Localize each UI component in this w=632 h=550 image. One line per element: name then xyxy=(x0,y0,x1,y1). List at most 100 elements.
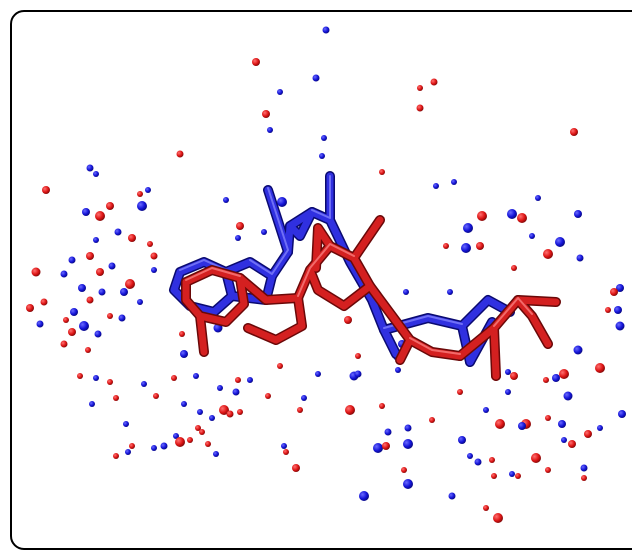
red-water-dot xyxy=(265,393,271,399)
blue-water-dot xyxy=(193,373,199,379)
blue-water-dot xyxy=(137,299,143,305)
blue-water-dot xyxy=(373,443,383,453)
water-molecules xyxy=(26,26,626,523)
blue-water-dot xyxy=(312,74,320,82)
red-water-dot xyxy=(219,405,229,415)
red-water-dot xyxy=(235,377,241,383)
red-water-dot xyxy=(107,313,113,319)
red-water-dot xyxy=(545,415,551,421)
blue-water-dot xyxy=(89,401,95,407)
red-water-dot xyxy=(63,317,69,323)
blue-water-dot xyxy=(213,451,219,457)
blue-water-dot xyxy=(505,389,511,395)
blue-water-dot xyxy=(36,320,44,328)
blue-water-dot xyxy=(114,228,122,236)
blue-water-dot xyxy=(618,410,626,418)
blue-water-dot xyxy=(70,308,78,316)
red-water-dot xyxy=(128,234,136,242)
blue-water-dot xyxy=(573,345,583,355)
red-water-dot xyxy=(199,429,205,435)
red-water-dot xyxy=(153,393,159,399)
blue-water-dot xyxy=(558,420,566,428)
blue-water-dot xyxy=(173,433,179,439)
red-water-dot xyxy=(107,379,113,385)
red-water-dot xyxy=(568,440,576,448)
red-water-dot xyxy=(511,265,517,271)
red-water-dot xyxy=(179,331,185,337)
blue-water-dot xyxy=(160,442,168,450)
red-water-dot xyxy=(489,457,495,463)
molecular-scene xyxy=(26,26,626,523)
red-water-dot xyxy=(96,268,104,276)
blue-water-dot xyxy=(403,479,413,489)
red-water-dot xyxy=(584,430,592,438)
red-water-dot xyxy=(226,410,234,418)
blue-water-dot xyxy=(141,381,147,387)
blue-water-dot xyxy=(467,453,473,459)
blue-water-dot xyxy=(235,235,241,241)
blue-water-dot xyxy=(151,267,157,273)
blue-water-dot xyxy=(315,371,321,377)
red-water-dot xyxy=(297,407,303,413)
blue-water-dot xyxy=(94,330,102,338)
blue-water-dot xyxy=(125,449,131,455)
red-water-dot xyxy=(543,249,553,259)
red-water-dot xyxy=(417,85,423,91)
red-water-dot xyxy=(129,443,135,449)
blue-water-dot xyxy=(118,314,126,322)
red-water-dot xyxy=(510,372,518,380)
red-water-dot xyxy=(42,186,50,194)
red-water-dot xyxy=(171,375,177,381)
red-water-dot xyxy=(252,58,260,66)
red-water-dot xyxy=(493,513,503,523)
red-water-dot xyxy=(570,128,578,136)
blue-water-dot xyxy=(529,233,535,239)
blue-water-dot xyxy=(277,89,283,95)
red-water-dot xyxy=(605,307,611,313)
red-water-dot xyxy=(147,241,153,247)
blue-water-dot xyxy=(552,374,560,382)
blue-water-dot xyxy=(451,179,457,185)
red-water-dot xyxy=(559,369,569,379)
red-water-dot xyxy=(495,419,505,429)
red-water-dot xyxy=(31,267,41,277)
blue-water-dot xyxy=(483,407,489,413)
red-water-dot xyxy=(26,304,34,312)
red-water-dot xyxy=(515,473,521,479)
red-water-dot xyxy=(175,437,185,447)
blue-water-dot xyxy=(597,425,603,431)
blue-water-dot xyxy=(223,197,229,203)
blue-water-dot xyxy=(123,421,129,427)
blue-water-dot xyxy=(505,369,511,375)
red-water-dot xyxy=(355,353,361,359)
blue-water-dot xyxy=(93,375,99,381)
blue-water-dot xyxy=(181,401,187,407)
red-water-dot xyxy=(137,191,143,197)
blue-water-dot xyxy=(561,437,567,443)
blue-water-dot xyxy=(319,153,325,159)
red-water-dot xyxy=(483,505,489,511)
blue-water-dot xyxy=(321,135,327,141)
red-water-dot xyxy=(125,279,135,289)
red-water-dot xyxy=(429,417,435,423)
blue-water-dot xyxy=(82,208,90,216)
blue-water-dot xyxy=(463,223,473,233)
red-water-dot xyxy=(262,110,270,118)
blue-water-dot xyxy=(301,395,307,401)
red-water-dot xyxy=(379,169,385,175)
blue-water-dot xyxy=(509,471,515,477)
red-water-dot xyxy=(113,453,119,459)
blue-water-dot xyxy=(86,164,94,172)
blue-water-dot xyxy=(60,270,68,278)
blue-water-dot xyxy=(108,262,116,270)
blue-water-dot xyxy=(384,428,392,436)
blue-water-dot xyxy=(447,289,453,295)
blue-water-dot xyxy=(576,254,584,262)
red-water-dot xyxy=(77,373,83,379)
blue-water-dot xyxy=(98,288,106,296)
red-water-dot xyxy=(491,473,497,479)
red-water-dot xyxy=(379,403,385,409)
red-water-dot xyxy=(176,150,184,158)
blue-water-dot xyxy=(574,210,582,218)
blue-water-dot xyxy=(93,171,99,177)
